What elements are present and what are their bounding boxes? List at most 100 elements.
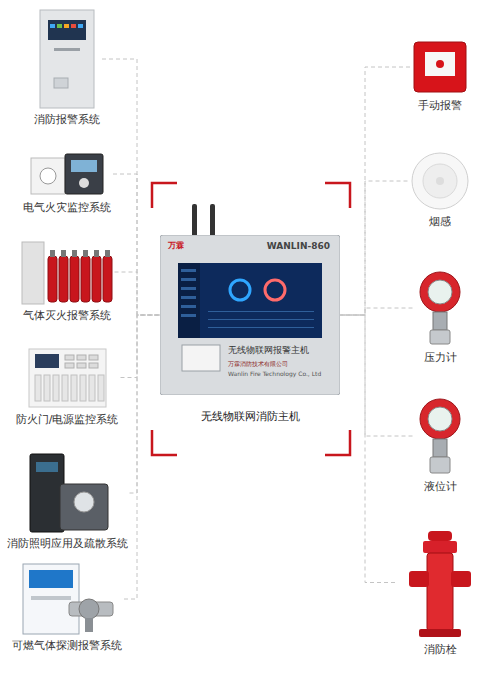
device-label: 气体灭火报警系统 (20, 309, 115, 323)
device-name: 无线物联网报警主机 (228, 345, 309, 355)
pic-part (181, 314, 196, 317)
pic-part (423, 541, 457, 553)
dashed-connector (115, 272, 161, 315)
host-caption: 无线物联网消防主机 (160, 411, 340, 424)
pic-part (29, 349, 106, 407)
pic-part (436, 177, 444, 185)
brand-logo: 万霖 (168, 241, 184, 250)
pic-part (40, 168, 56, 184)
pic-part (72, 250, 77, 257)
pic-part (79, 178, 89, 188)
pic-part (412, 153, 468, 209)
pic-part (22, 242, 44, 304)
pic-part (29, 570, 73, 588)
device-illustration (395, 525, 485, 640)
device-illustration (20, 238, 115, 306)
pic-part (70, 256, 79, 302)
pic-part (23, 564, 79, 634)
device-node: 消防照明应用及疏散系统 (5, 452, 130, 551)
device-illustration (410, 38, 470, 96)
pic-part (94, 250, 99, 257)
pic-part (98, 375, 104, 401)
device-node: 气体灭火报警系统 (20, 238, 115, 323)
pic-part (74, 492, 94, 512)
device-illustration (25, 345, 110, 410)
pic-part (50, 24, 55, 28)
pic-part (89, 355, 98, 360)
pic-part (230, 280, 250, 300)
pic-part (61, 250, 66, 257)
antennas (192, 204, 215, 237)
pic-part (89, 363, 98, 368)
pic-part (427, 553, 453, 631)
bracket (325, 183, 350, 208)
pic-part (433, 439, 447, 457)
pic-part (60, 484, 108, 530)
pic-part (208, 319, 314, 320)
device-node: 消防报警系统 (32, 8, 102, 127)
pic-part (48, 256, 57, 302)
company-name-en: Wanlin Fire Technology Co., Ltd (228, 371, 321, 378)
pic-part (181, 287, 196, 290)
pic-part (83, 250, 88, 257)
device-label: 手动报警 (410, 99, 470, 113)
pic-part (57, 24, 62, 28)
pic-part (181, 278, 196, 281)
bracket (152, 430, 177, 455)
pic-part (80, 375, 86, 401)
pic-part (85, 618, 93, 632)
bracket (152, 183, 177, 208)
pic-part (425, 52, 455, 76)
pic-part (62, 375, 68, 401)
pic-part (430, 457, 450, 473)
pic-part (31, 158, 65, 194)
pic-part (30, 454, 64, 532)
pic-part (433, 312, 447, 330)
antenna (192, 204, 197, 237)
pic-part (59, 256, 68, 302)
device-label: 消防栓 (395, 643, 485, 657)
pic-part (208, 311, 314, 312)
dashed-connector (340, 315, 395, 583)
dashed-connector (340, 181, 408, 315)
pic-part (420, 399, 460, 439)
device-label: 液位计 (413, 480, 468, 494)
pic-part (35, 354, 59, 368)
pic-part (54, 78, 68, 88)
pic-part (181, 296, 196, 299)
device-label: 压力计 (413, 351, 468, 365)
bracket (325, 430, 350, 455)
pic-part (178, 263, 200, 338)
pic-part (54, 48, 80, 51)
pic-part (181, 269, 196, 272)
device-node: 防火门/电源监控系统 (14, 345, 121, 427)
dashed-connector (121, 315, 161, 378)
pic-part (265, 280, 285, 300)
device-label: 消防照明应用及疏散系统 (5, 537, 130, 551)
device-label: 烟感 (408, 215, 473, 229)
device-label: 电气火灾监控系统 (21, 201, 113, 215)
device-illustration (27, 150, 107, 198)
device-illustration (32, 8, 102, 110)
pic-part (208, 327, 314, 328)
pic-part (178, 263, 322, 338)
pic-part (77, 355, 86, 360)
pic-part (35, 375, 41, 401)
pic-part (430, 330, 450, 344)
device-label: 消防报警系统 (32, 113, 102, 127)
device-node: 消防栓 (395, 525, 485, 657)
pic-part (181, 305, 196, 308)
device-illustration (408, 150, 473, 212)
dashed-connector (113, 174, 160, 315)
pic-part (65, 363, 74, 368)
pic-part (77, 363, 86, 368)
pic-part (414, 42, 466, 92)
pic-part (44, 375, 50, 401)
device-node: 手动报警 (410, 38, 470, 113)
antenna (210, 204, 215, 237)
pic-part (79, 599, 99, 619)
host-device: 万霖WANLIN-860无线物联网报警主机万霖消防技术有限公司Wanlin Fi… (160, 235, 340, 427)
dashed-connector (340, 315, 413, 436)
pic-part (436, 60, 444, 68)
